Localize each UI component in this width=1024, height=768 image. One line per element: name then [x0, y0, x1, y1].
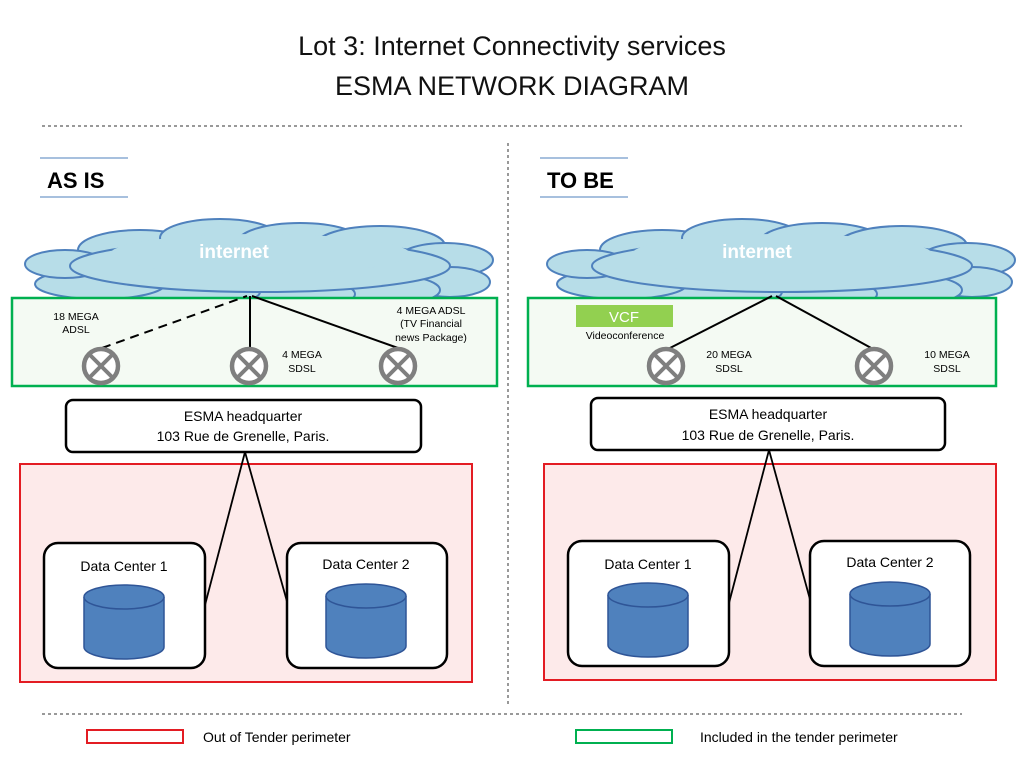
to-be-cloud-label: internet	[722, 242, 792, 263]
svg-text:AS IS: AS IS	[47, 168, 104, 193]
as-is-link-3-label-1: 4 MEGA ADSL	[397, 305, 466, 317]
to-be-link-2-label-2: SDSL	[933, 363, 961, 375]
to-be-router-2-icon	[857, 349, 891, 383]
as-is-hq-line-2: 103 Rue de Grenelle, Paris.	[157, 428, 330, 444]
to-be-router-1-icon	[649, 349, 683, 383]
as-is-router-3-icon	[381, 349, 415, 383]
as-is-link-3-label-3: news Package)	[395, 332, 467, 344]
as-is-cloud-label: internet	[199, 242, 269, 263]
legend-in-tender-label: Included in the tender perimeter	[700, 729, 898, 745]
svg-text:TO BE: TO BE	[547, 168, 614, 193]
to-be-link-1-label-2: SDSL	[715, 363, 743, 375]
to-be-datacenter-1-database-icon	[607, 582, 689, 658]
legend-out-of-tender-label: Out of Tender perimeter	[203, 729, 351, 745]
as-is-router-2-icon	[232, 349, 266, 383]
vcf-badge	[576, 305, 673, 327]
to-be-datacenter-2-database-icon	[849, 581, 931, 657]
as-is-link-2-label-1: 4 MEGA	[282, 349, 322, 361]
as-is-datacenter-2-database-icon	[325, 583, 407, 659]
to-be-link-2-label-1: 10 MEGA	[924, 349, 970, 361]
as-is-link-2-label-2: SDSL	[288, 363, 316, 375]
legend-in-tender-swatch	[575, 729, 673, 744]
title-line-1: Lot 3: Internet Connectivity services	[298, 31, 726, 61]
to-be-hq-line-1: ESMA headquarter	[709, 406, 828, 422]
to-be-hq-line-2: 103 Rue de Grenelle, Paris.	[682, 427, 855, 443]
vcf-label: VCF	[609, 309, 639, 326]
as-is-datacenter-1-database-icon	[83, 584, 165, 660]
to-be-link-sdsl-20	[667, 295, 773, 350]
as-is-link-1-label-1: 18 MEGA	[53, 311, 99, 323]
as-is-hq-line-1: ESMA headquarter	[184, 408, 303, 424]
to-be-headquarter-box	[589, 396, 947, 452]
as-is-datacenter-1-label: Data Center 1	[80, 558, 167, 574]
to-be-heading: TO BE	[540, 157, 628, 198]
legend-out-of-tender-swatch	[86, 729, 184, 744]
to-be-link-1-label-1: 20 MEGA	[706, 349, 752, 361]
as-is-headquarter-box	[64, 398, 423, 454]
slide-title: Lot 3: Internet Connectivity services ES…	[0, 26, 1024, 106]
to-be-datacenter-1-label: Data Center 1	[604, 556, 691, 572]
as-is-link-3-label-2: (TV Financial	[400, 318, 462, 330]
vcf-caption: Videoconference	[586, 330, 665, 342]
as-is-datacenter-2-label: Data Center 2	[322, 556, 409, 572]
as-is-link-1-label-2: ADSL	[62, 324, 90, 336]
to-be-datacenter-2-label: Data Center 2	[846, 554, 933, 570]
as-is-link-adsl-tv	[251, 295, 399, 349]
to-be-link-sdsl-10	[775, 295, 874, 350]
as-is-router-1-icon	[84, 349, 118, 383]
as-is-link-adsl-dashed	[101, 295, 248, 349]
as-is-heading: AS IS	[40, 157, 128, 198]
title-line-2: ESMA NETWORK DIAGRAM	[334, 71, 690, 101]
